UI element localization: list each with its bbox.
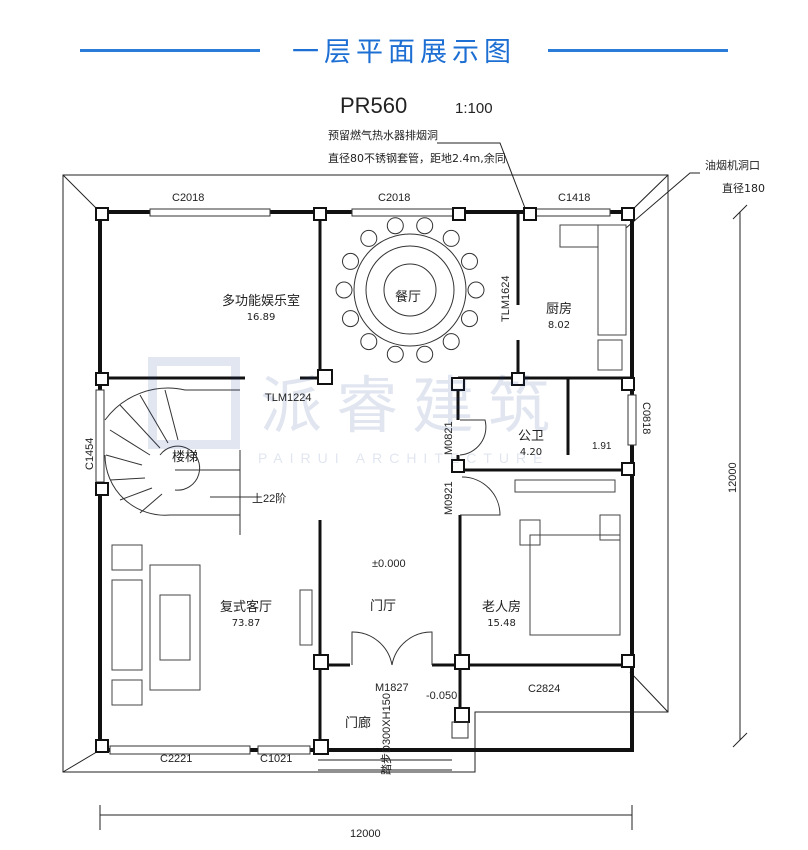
room-area: 4.20: [519, 447, 543, 458]
watermark-cn: 派睿建筑: [260, 369, 565, 442]
tag-c2824: C2824: [528, 683, 561, 695]
hood-note-line2: 直径180: [722, 182, 765, 195]
plan-scale: 1:100: [455, 100, 493, 117]
tag-c1454: C1454: [84, 437, 96, 470]
room-name: 门厅: [370, 599, 397, 614]
tag-c1418: C1418: [558, 192, 591, 204]
page-title: 一层平面展示图: [292, 37, 516, 68]
tag-c2018-b: C2018: [378, 192, 411, 204]
dining-chair: [461, 252, 478, 270]
room-dining: 餐厅: [395, 286, 421, 305]
room-bath: 公卫 4.20: [518, 425, 544, 458]
room-area: 73.87: [231, 618, 261, 629]
tag-tlm1624: TLM1624: [500, 275, 512, 322]
header-rule-left: [80, 49, 260, 52]
header-rule-right: [548, 49, 728, 52]
tag-m0821: M0821: [443, 421, 455, 455]
room-kitchen: 厨房 8.02: [546, 298, 572, 331]
tag-c2221: C2221: [160, 753, 193, 765]
dining-chair: [467, 281, 485, 299]
dining-chair: [461, 310, 478, 328]
room-entertainment: 多功能娱乐室 16.89: [222, 290, 300, 323]
room-name: 厨房: [546, 302, 573, 317]
watermark: 派睿建筑 PAIRUI ARCHITECTURE: [140, 355, 660, 475]
tag-m0921: M0921: [443, 481, 455, 515]
dining-chair: [416, 217, 434, 235]
dining-chair: [342, 310, 359, 328]
hood-note-line1: 油烟机洞口: [705, 159, 760, 172]
room-name: 公卫: [518, 429, 545, 444]
dining-chair: [442, 333, 460, 351]
dining-chair: [360, 229, 378, 247]
dim-width: 12000: [350, 828, 381, 840]
watermark-logo-icon: [148, 357, 240, 449]
gas-note-line2: 直径80不锈钢套管，距地2.4m,余同: [328, 152, 506, 165]
room-name: 老人房: [482, 600, 522, 615]
gas-note-line1: 预留燃气热水器排烟洞: [328, 129, 438, 142]
stairs-up-label: 上22阶: [252, 493, 287, 505]
room-name: 门廊: [345, 716, 372, 731]
room-name: 复式客厅: [220, 600, 273, 615]
tag-c0818: C0818: [640, 402, 652, 435]
foyer-level: ±0.000: [372, 558, 406, 570]
plan-code: PR560: [340, 93, 408, 118]
dim-height: 12000: [727, 462, 739, 493]
dining-chair: [360, 333, 378, 351]
watermark-en: PAIRUI ARCHITECTURE: [258, 450, 550, 466]
room-foyer: 门厅: [370, 595, 396, 614]
tag-c2018-a: C2018: [172, 192, 205, 204]
dining-chair: [342, 252, 359, 270]
room-name: 餐厅: [395, 290, 422, 305]
room-name: 多功能娱乐室: [222, 294, 301, 309]
tag-m1827: M1827: [375, 682, 409, 694]
room-stairs: 楼梯: [172, 446, 198, 465]
room-name: 楼梯: [172, 450, 199, 465]
tag-c1021: C1021: [260, 753, 293, 765]
porch-level: -0.050: [426, 690, 458, 702]
dining-chair: [386, 217, 404, 235]
room-area: 8.02: [547, 320, 571, 331]
dining-chair: [386, 345, 404, 363]
room-area: 15.48: [487, 618, 516, 629]
dining-chair: [416, 345, 434, 363]
room-porch: 门廊: [345, 712, 371, 731]
step-label: 踏步D300XH150: [381, 693, 393, 775]
dining-chair: [442, 229, 460, 247]
room-living: 复式客厅 73.87: [220, 596, 272, 629]
room-area: 16.89: [246, 312, 276, 323]
tag-tlm1224: TLM1224: [265, 392, 312, 404]
room-elder: 老人房 15.48: [482, 596, 521, 629]
bath2-area: 1.91: [592, 441, 612, 452]
dining-chair: [335, 281, 353, 299]
